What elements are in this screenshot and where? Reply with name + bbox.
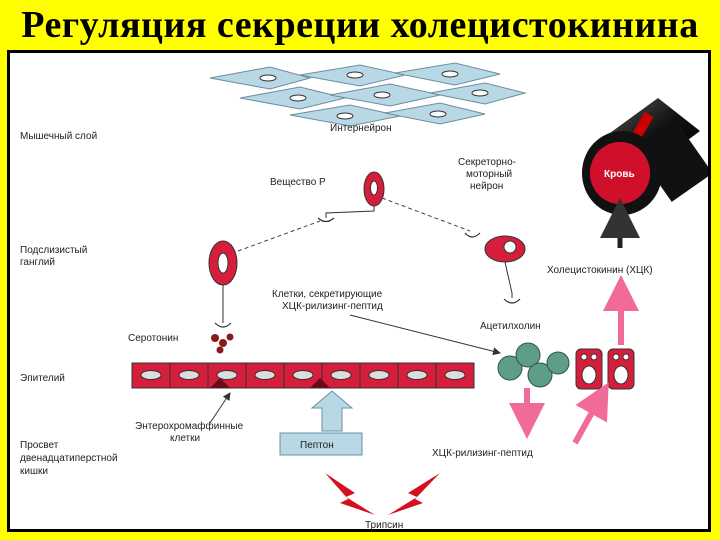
- label-releasing-cells-1: Клетки, секретирующие: [272, 289, 383, 300]
- label-acetylcholine: Ацетилхолин: [480, 321, 541, 332]
- arrow-peptide-to-cck-cells: [572, 382, 609, 445]
- substance-p-neuron: [363, 171, 385, 207]
- serotonin-granules: [211, 333, 234, 354]
- cck-releasing-cells: [497, 342, 570, 388]
- blood-vessel: [582, 98, 708, 215]
- label-lumen-3: кишки: [20, 466, 48, 477]
- peptone-arrow: [279, 390, 363, 456]
- cck-regulation-diagram: Мышечный слой Подслизистый ганглий Эпите…: [20, 62, 708, 531]
- label-secretomotor-1: Секреторно-: [458, 157, 516, 168]
- secretomotor-neuron: [484, 235, 526, 263]
- label-enterochromaffin-2: клетки: [170, 433, 200, 444]
- label-secretomotor-2: моторный: [466, 169, 512, 180]
- submucosal-ganglion-neuron: [208, 240, 238, 286]
- muscle-layer-cells: [209, 62, 527, 127]
- label-secretomotor-3: нейрон: [470, 181, 503, 192]
- cck-secreting-cells: [575, 348, 635, 390]
- page-title: Регуляция секреции холецистокинина: [21, 4, 699, 46]
- label-lumen-2: двенадцатиперстной: [20, 453, 118, 464]
- trypsin-bolts: [325, 473, 440, 515]
- label-releasing-cells-2: ХЦК-рилизинг-пептид: [282, 301, 383, 312]
- label-submucosal-ganglion-2: ганглий: [20, 257, 55, 268]
- label-interneuron: Интернейрон: [330, 123, 392, 134]
- label-cck: Холецистокинин (ХЦК): [547, 265, 653, 276]
- label-cck-releasing-peptide: ХЦК-рилизинг-пептид: [432, 448, 533, 459]
- label-muscle-layer: Мышечный слой: [20, 131, 97, 142]
- label-serotonin: Серотонин: [128, 333, 178, 344]
- label-trypsin: Трипсин: [365, 520, 403, 531]
- epithelium-cells: [131, 362, 475, 389]
- label-substance-p: Вещество P: [270, 177, 326, 188]
- diagram-panel: Мышечный слой Подслизистый ганглий Эпите…: [7, 50, 711, 532]
- label-blood: Кровь: [604, 169, 635, 180]
- label-lumen-1: Просвет: [20, 440, 59, 451]
- label-enterochromaffin-1: Энтерохромаффинные: [135, 420, 244, 432]
- label-epithelium: Эпителий: [20, 373, 65, 384]
- label-submucosal-ganglion-1: Подслизистый: [20, 245, 87, 256]
- label-peptone: Пептон: [300, 440, 334, 451]
